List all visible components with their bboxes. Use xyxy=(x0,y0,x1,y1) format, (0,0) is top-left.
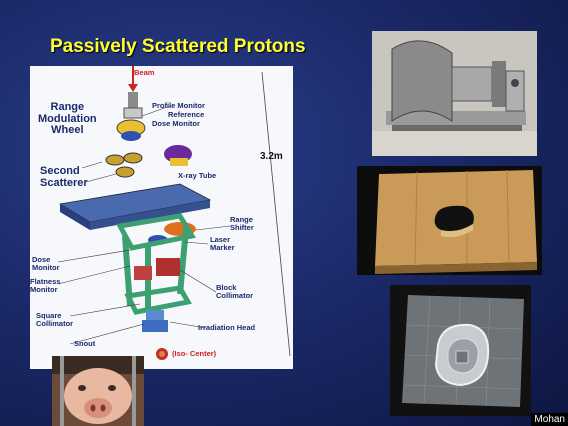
xray-tube-label: X-ray Tube xyxy=(178,172,216,180)
laser-marker-label: Laser Marker xyxy=(210,236,235,252)
pig-photo xyxy=(52,356,144,426)
pig-image xyxy=(52,356,144,426)
dose-monitor-left-label: Dose Monitor xyxy=(32,256,60,272)
snout-label: Snout xyxy=(74,340,95,348)
block-collimator-label: Block Collimator xyxy=(216,284,253,300)
brass-aperture-image xyxy=(357,166,542,275)
metal-device-image xyxy=(372,31,537,156)
second-scatterer-label: Second Scatterer xyxy=(40,166,88,189)
flatness-monitor-label: Flatness Monitor xyxy=(30,278,60,294)
profile-monitor-label: Profile Monitor xyxy=(152,102,205,110)
metal-modulator-photo xyxy=(372,31,537,156)
acrylic-compensator-image xyxy=(390,285,531,416)
beam-label: Beam xyxy=(134,69,154,77)
irradiation-head-label: Irradiation Head xyxy=(198,324,255,332)
iso-center-label: (Iso- Center) xyxy=(172,350,216,358)
proton-nozzle-diagram: Beam Range Modulation Wheel Profile Moni… xyxy=(30,66,293,369)
square-collimator-label: Square Collimator xyxy=(36,312,73,328)
slide-title: Passively Scattered Protons xyxy=(50,36,306,58)
range-shifter-label: Range Shifter xyxy=(230,216,254,232)
acrylic-compensator-photo xyxy=(390,285,531,416)
range-modulation-wheel-label: Range Modulation Wheel xyxy=(38,102,97,137)
brass-aperture-photo xyxy=(357,166,542,275)
reference-label: Reference xyxy=(168,111,204,119)
height-label: 3.2m xyxy=(260,152,283,163)
credit-label: Mohan xyxy=(531,413,568,426)
dose-monitor-top-label: Dose Monitor xyxy=(152,120,200,128)
